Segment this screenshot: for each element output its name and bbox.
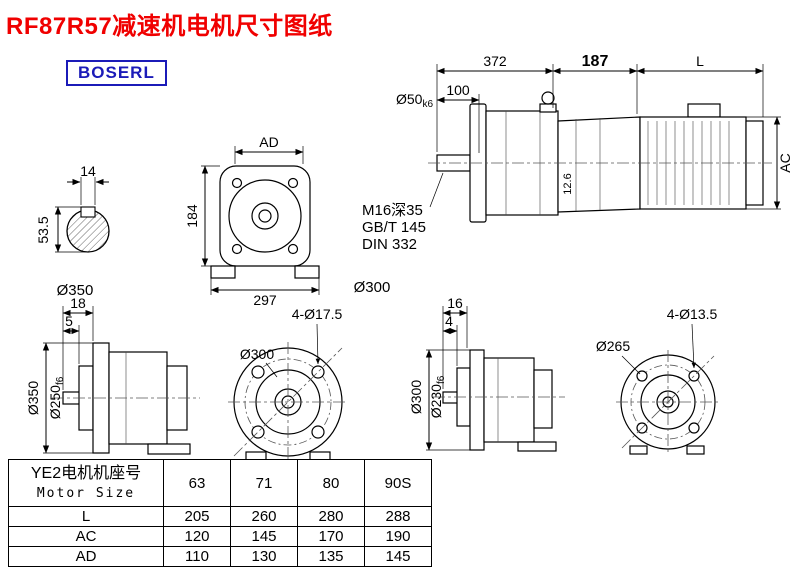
table-cell: 145 bbox=[364, 546, 432, 567]
table-cell: 130 bbox=[230, 546, 298, 567]
header-cn: YE2电机机座号 bbox=[30, 465, 142, 482]
table-cell: 288 bbox=[364, 506, 432, 527]
note-gbt145: GB/T 145 bbox=[362, 219, 426, 236]
page-title: RF87R57减速机电机尺寸图纸 bbox=[6, 13, 333, 40]
table-header-motor-size: YE2电机机座号 Motor Size bbox=[8, 459, 164, 507]
table-header-size-90s: 90S bbox=[364, 459, 432, 507]
table-cell: 120 bbox=[163, 526, 231, 547]
table-header-size-63: 63 bbox=[163, 459, 231, 507]
note-din332: DIN 332 bbox=[362, 236, 417, 253]
table-row-AC: AC 120 145 170 190 bbox=[8, 526, 432, 547]
table-row-L: L 205 260 280 288 bbox=[8, 506, 432, 527]
note-m16: M16深35 bbox=[362, 202, 423, 219]
dim-372: 372 bbox=[483, 53, 507, 69]
row-label-AD: AD bbox=[8, 546, 164, 567]
table-cell: 280 bbox=[297, 506, 365, 527]
flange-right-dia-label: Ø265 bbox=[596, 338, 630, 354]
table-cell: 110 bbox=[163, 546, 231, 567]
table-cell: 190 bbox=[364, 526, 432, 547]
flange-right-holes-label: 4-Ø13.5 bbox=[667, 306, 718, 322]
flange-right-front-view: Ø265 4-Ø13.5 bbox=[596, 306, 720, 455]
flange-left-boltcircle-label: Ø300 bbox=[240, 346, 274, 362]
flange-left-od-label: Ø350 bbox=[25, 381, 41, 415]
dim-184: 184 bbox=[184, 204, 200, 228]
dim-AC: AC bbox=[777, 153, 793, 172]
flange-right-side-view: 16 4 Ø300 Ø230f6 bbox=[408, 295, 565, 452]
table-cell: 260 bbox=[230, 506, 298, 527]
table-header-size-71: 71 bbox=[230, 459, 298, 507]
shaft-section-view: 14 53.5 Ø350 bbox=[35, 163, 110, 299]
brand-logo: BOSERL bbox=[66, 60, 167, 86]
key-width-label: 14 bbox=[80, 163, 96, 179]
row-label-AC: AC bbox=[8, 526, 164, 547]
label-dia-350: Ø350 bbox=[57, 282, 94, 299]
table-cell: 145 bbox=[230, 526, 298, 547]
dim-L: L bbox=[696, 53, 704, 69]
dim-4: 4 bbox=[445, 313, 453, 329]
dim-AD: AD bbox=[259, 134, 278, 150]
motor-size-table: YE2电机机座号 Motor Size 63 71 80 90S L 205 2… bbox=[8, 459, 432, 567]
header-en: Motor Size bbox=[36, 486, 136, 501]
flange-left-spigot-label: Ø250f6 bbox=[47, 376, 66, 419]
gearbox-front-view: AD 184 297 Ø300 bbox=[184, 134, 390, 308]
shaft-dia-label: Ø50k6 bbox=[396, 91, 433, 110]
dim-16: 16 bbox=[447, 295, 463, 311]
dim-5: 5 bbox=[65, 313, 73, 329]
key-depth-label: 53.5 bbox=[35, 216, 51, 243]
dim-297: 297 bbox=[253, 292, 277, 308]
table-row-AD: AD 110 130 135 145 bbox=[8, 546, 432, 567]
flange-right-spigot-label: Ø230f6 bbox=[428, 375, 447, 418]
flange-left-side-view: 18 5 Ø350 Ø250f6 bbox=[25, 295, 200, 455]
assembly-view: 372 187 L 100 Ø50k6 AC 12.6 M16深35 GB/T … bbox=[362, 53, 793, 253]
dim-18: 18 bbox=[70, 295, 86, 311]
flange-left-holes-label: 4-Ø17.5 bbox=[292, 306, 343, 322]
row-label-L: L bbox=[8, 506, 164, 527]
table-header-size-80: 80 bbox=[297, 459, 365, 507]
dim-187: 187 bbox=[582, 53, 609, 70]
table-cell: 135 bbox=[297, 546, 365, 567]
dim-100: 100 bbox=[446, 82, 470, 98]
dim-12-6: 12.6 bbox=[562, 173, 574, 194]
table-cell: 205 bbox=[163, 506, 231, 527]
table-cell: 170 bbox=[297, 526, 365, 547]
table-header-row: YE2电机机座号 Motor Size 63 71 80 90S bbox=[8, 459, 432, 507]
flange-right-od-label: Ø300 bbox=[408, 380, 424, 414]
flange-left-front-view: 4-Ø17.5 Ø300 bbox=[228, 306, 348, 462]
label-dia-300: Ø300 bbox=[354, 279, 391, 296]
